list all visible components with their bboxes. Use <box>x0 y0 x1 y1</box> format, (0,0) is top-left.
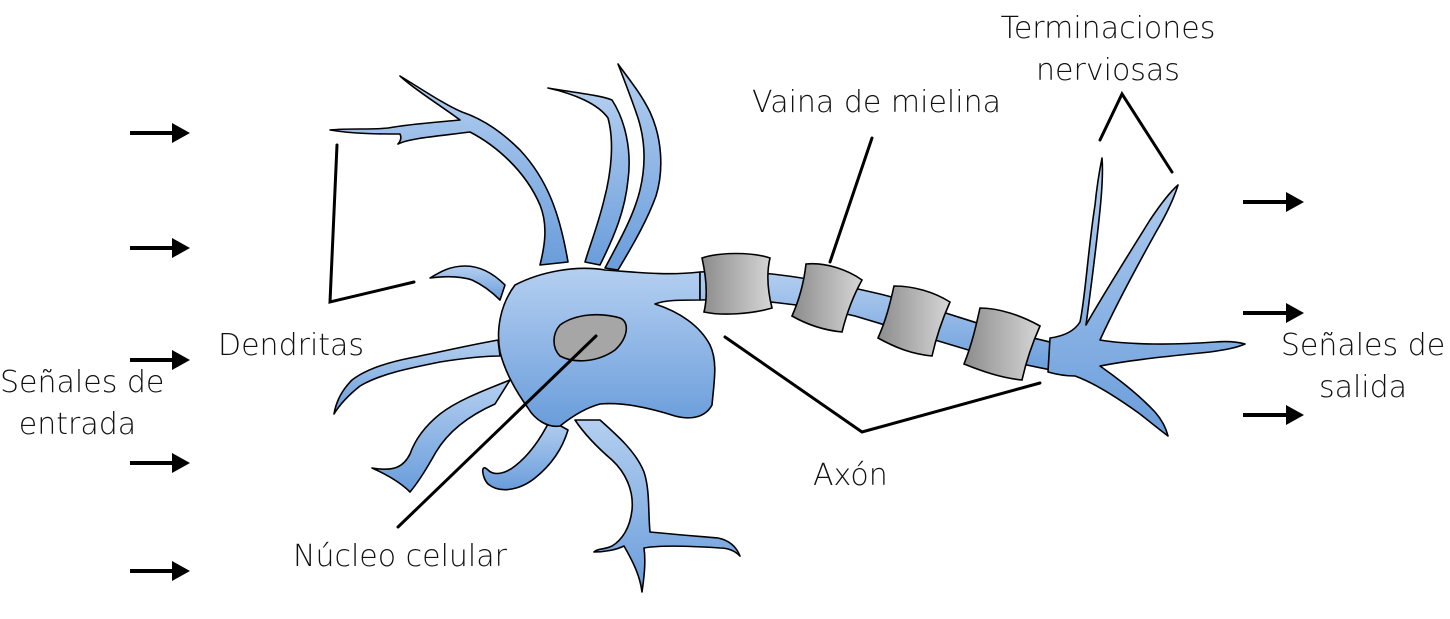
input-signals-label: Señales de entrada <box>0 365 165 442</box>
input-arrow-5 <box>130 561 190 581</box>
input-arrow-4 <box>130 453 190 473</box>
dendrites-label: Dendritas <box>218 328 365 363</box>
output-arrow-1 <box>1243 192 1304 212</box>
myelin-segment-3 <box>876 285 952 357</box>
myelin-segment-4 <box>962 307 1042 381</box>
myelin-label: Vaina de mielina <box>752 85 1001 120</box>
leader-lines <box>328 90 1174 529</box>
input-arrow-2 <box>130 238 190 258</box>
input-arrow-3 <box>130 350 190 370</box>
nucleus-label: Núcleo celular <box>293 539 507 574</box>
axon-label: Axón <box>813 458 888 493</box>
axon-terminals <box>1047 157 1246 437</box>
axon-leader <box>723 335 1042 434</box>
dendrite-bottom-mid <box>481 419 569 491</box>
output-arrow-2 <box>1243 303 1304 323</box>
dendrite-lower-left <box>371 379 511 493</box>
dendrite-upper-left <box>329 75 569 266</box>
myelin-sheath <box>701 252 1042 381</box>
terminals-leader <box>1098 90 1174 174</box>
dendrites <box>329 63 1246 593</box>
dendrite-mid-left <box>429 265 506 301</box>
output-signals-label: Señales de salida <box>1280 328 1446 405</box>
input-arrow-1 <box>130 123 190 143</box>
cell-nucleus <box>553 313 628 362</box>
myelin-leader <box>828 136 874 264</box>
myelin-segment-2 <box>790 262 864 333</box>
output-arrow-3 <box>1243 405 1304 425</box>
dendrite-top-right <box>604 63 662 271</box>
myelin-segment-1 <box>701 252 773 315</box>
output-arrows <box>1243 192 1304 425</box>
input-arrows <box>130 123 190 581</box>
terminals-label: Terminaciones nerviosas <box>1000 11 1216 88</box>
dendrites-leader <box>328 143 416 304</box>
dendrite-top <box>547 87 630 266</box>
nucleus-leader <box>396 334 598 529</box>
dendrite-bottom <box>574 419 741 593</box>
dendrite-left <box>333 339 501 415</box>
